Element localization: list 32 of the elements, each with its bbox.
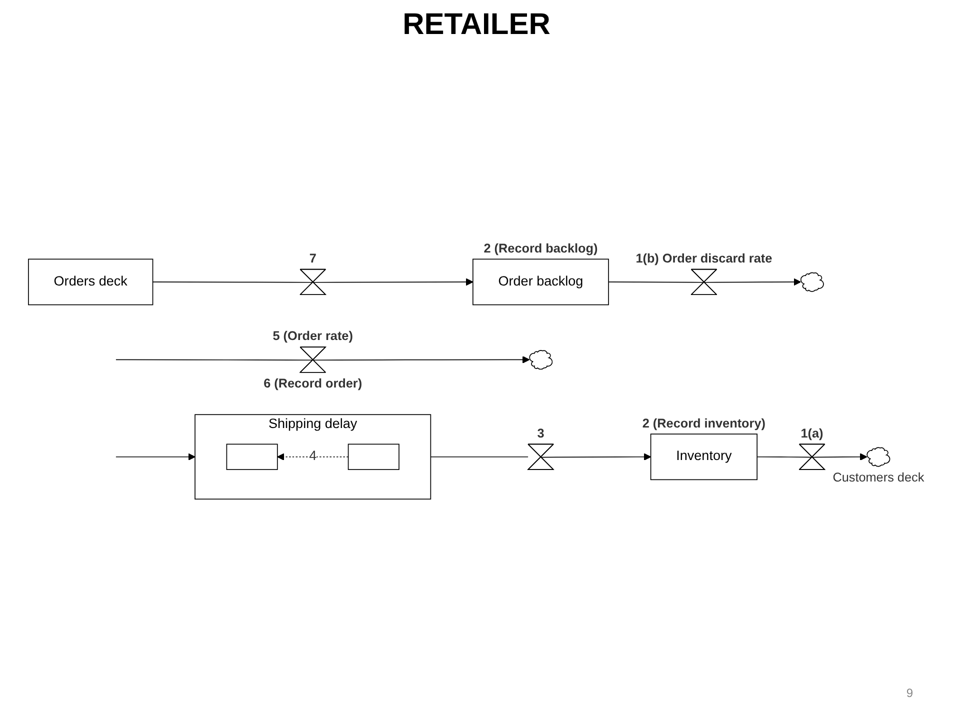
connector [152,282,314,283]
page-number: 9 [906,686,913,700]
node-box: Order backlog [472,258,609,306]
node-box: Inventory [650,434,758,480]
arrow [812,453,868,461]
diagram-title: RETAILER [402,8,552,42]
node-box: Orders deck [28,258,154,306]
flow-annotation: 2 (Record inventory) [642,416,766,430]
arrow [540,453,652,461]
connector [756,456,813,458]
node-cloud [529,350,553,370]
flow-annotation: 6 (Record order) [264,376,362,391]
arrow [312,356,530,364]
flow-annotation: 1(a) [800,426,824,440]
arrow [312,278,474,286]
arrow [116,453,196,461]
connector [608,282,705,283]
node-cloud [800,272,824,292]
node-box [226,444,278,470]
arrow [704,278,801,286]
flow-annotation: 2 (Record backlog) [484,241,598,256]
node-cloud [866,447,890,467]
arrow [277,453,349,461]
connector [116,359,314,361]
flow-annotation: 5 (Order rate) [272,329,353,344]
flow-annotation: 3 [537,426,544,440]
edge-label: 4 [309,449,317,464]
node-box [348,444,400,470]
flow-annotation: 1(b) Order discard rate [636,252,772,266]
flow-annotation: Customers deck [832,470,924,485]
flow-annotation: 7 [309,252,316,266]
connector [430,456,528,458]
